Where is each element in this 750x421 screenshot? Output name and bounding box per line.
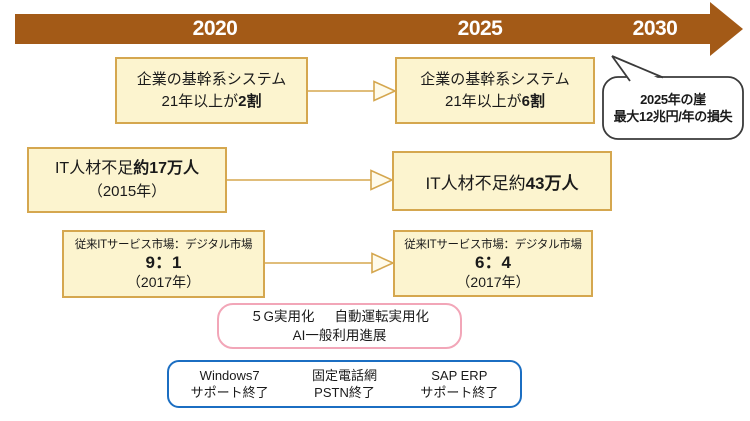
eol-item-sap: SAP ERP サポート終了 (420, 367, 498, 401)
market-box-2017-right: 従来ITサービス市場：デジタル市場 6：4 （2017年） (393, 230, 593, 297)
timeline-year-2025: 2025 (457, 17, 503, 40)
talent-box-2025-value: IT人材不足約43万人 (425, 173, 579, 193)
market-box-right-ratio: 6：4 (475, 252, 511, 272)
system-box-2020: 企業の基幹系システム 21年以上が2割 (115, 57, 308, 124)
tech-item-ai: AI一般利用進展 (292, 328, 387, 343)
timeline-year-2030: 2030 (632, 17, 678, 40)
cliff-bubble: 2025年の崖 最大12兆円/年の損失 (603, 77, 743, 139)
talent-box-2015-value: IT人材不足約17万人 (54, 160, 200, 177)
market-box-left-note: （2017年） (126, 274, 201, 290)
eol-item-windows7-sub: サポート終了 (190, 385, 269, 400)
system-box-2025-value: 21年以上が6割 (444, 92, 546, 110)
eol-item-pstn: 固定電話網 PSTN終了 (312, 367, 377, 401)
system-box-2025: 企業の基幹系システム 21年以上が6割 (395, 57, 595, 124)
talent-box-2015-note: （2015年） (87, 183, 167, 200)
system-box-2025-title: 企業の基幹系システム (420, 70, 570, 88)
talent-box-2015: IT人材不足約17万人 （2015年） (27, 147, 227, 213)
eol-item-pstn-sub: PSTN終了 (314, 385, 375, 400)
market-box-left-ratio: 9：1 (145, 253, 182, 272)
eol-item-windows7-name: Windows7 (199, 368, 260, 383)
eol-item-sap-sub: サポート終了 (420, 385, 499, 400)
system-box-2020-value: 21年以上が2割 (161, 92, 262, 110)
system-box-2020-title: 企業の基幹系システム (136, 70, 287, 88)
tech-item-5g: ５G実用化 (249, 309, 315, 324)
tech-box: ５G実用化 自動運転実用化 AI一般利用進展 (217, 303, 462, 349)
market-box-right-note: （2017年） (456, 273, 530, 290)
eol-item-sap-name: SAP ERP (431, 368, 488, 383)
timeline-year-2020: 2020 (192, 17, 238, 40)
cliff-bubble-line1: 2025年の崖 (640, 92, 706, 107)
tech-item-autodrive: 自動運転実用化 (334, 309, 430, 324)
flow-arrow-icon-row3 (265, 252, 395, 274)
market-box-2017-left: 従来ITサービス市場：デジタル市場 9：1 （2017年） (62, 230, 265, 298)
timeline-arrow (15, 14, 711, 44)
tech-box-line1: ５G実用化 自動運転実用化 (240, 307, 439, 326)
flow-arrow-icon-row1 (308, 80, 397, 102)
timeline-arrowhead-icon (710, 2, 743, 56)
cliff-bubble-line2: 最大12兆円/年の損失 (613, 109, 733, 124)
flow-arrow-icon-row2 (227, 169, 394, 191)
cliff-bubble-shape (602, 55, 744, 140)
eol-item-windows7: Windows7 サポート終了 (191, 367, 269, 401)
market-box-left-title: 従来ITサービス市場：デジタル市場 (74, 239, 253, 251)
eol-box: Windows7 サポート終了 固定電話網 PSTN終了 SAP ERP サポー… (167, 360, 522, 408)
talent-box-2025: IT人材不足約43万人 (392, 151, 612, 211)
market-box-right-title: 従来ITサービス市場：デジタル市場 (404, 238, 582, 251)
eol-item-pstn-name: 固定電話網 (311, 368, 377, 383)
